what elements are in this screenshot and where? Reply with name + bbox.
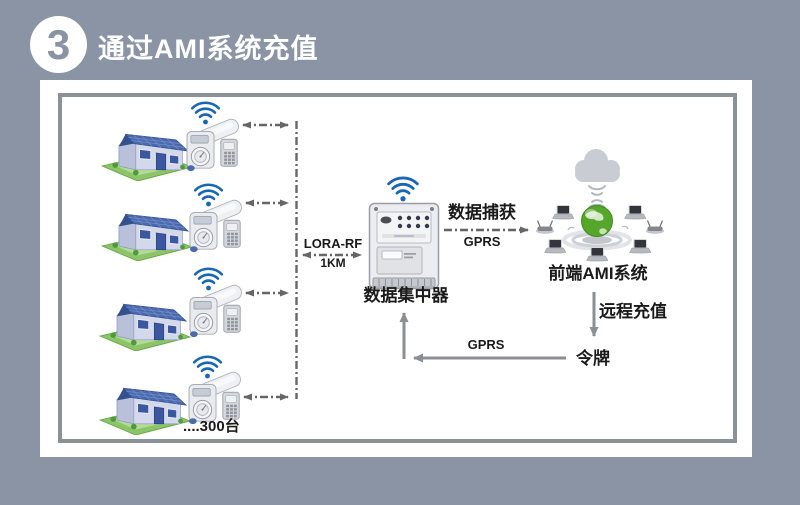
wifi-icon	[190, 101, 221, 125]
ami-devices-icon	[535, 205, 665, 262]
diagram-frame	[58, 93, 737, 443]
concentrator-device-icon	[368, 202, 440, 290]
gprs-downlink-label: GPRS	[467, 337, 505, 352]
house-icon	[99, 303, 191, 351]
wifi-icon	[193, 183, 224, 207]
lora-mesh-links	[242, 121, 529, 401]
lora-distance-label: 1KM	[320, 256, 346, 270]
router-icon	[535, 220, 555, 234]
wifi-icon	[193, 267, 224, 291]
house-icon	[99, 387, 191, 435]
ami-system-label: 前端AMI系统	[548, 264, 648, 283]
recharge-flow-arrows	[399, 292, 599, 363]
smart-meter-icons	[186, 101, 245, 425]
radio-waves-icon	[588, 185, 606, 209]
house-icon	[101, 133, 193, 181]
page-title: 通过AMI系统充值	[98, 34, 319, 64]
laptop-icon	[629, 239, 651, 254]
remote-recharge-label: 远程充值	[599, 302, 667, 321]
gprs-uplink-label: GPRS	[463, 234, 501, 249]
lora-rf-label: LORA-RF	[303, 236, 363, 251]
smart-meter-icon	[186, 117, 242, 172]
meters-count-label: ....300台	[183, 418, 240, 435]
data-capture-label: 数据捕获	[448, 203, 516, 222]
wifi-icon	[192, 355, 223, 379]
laptop-icon	[552, 205, 574, 220]
smart-meter-icon	[189, 283, 245, 338]
smart-meter-icon	[188, 370, 244, 425]
router-icon	[645, 220, 665, 234]
concentrator-label: 数据集中器	[363, 286, 449, 305]
step-number: 3	[46, 20, 71, 68]
smart-meter-icon	[189, 198, 245, 253]
token-label: 令牌	[576, 349, 610, 368]
step-number-badge: 3	[30, 16, 87, 73]
globe-icon	[581, 205, 613, 237]
house-icons	[99, 133, 193, 435]
house-icon	[101, 213, 193, 261]
wifi-icon	[387, 176, 419, 202]
cloud-icon	[575, 149, 620, 182]
laptop-icon	[624, 205, 646, 220]
